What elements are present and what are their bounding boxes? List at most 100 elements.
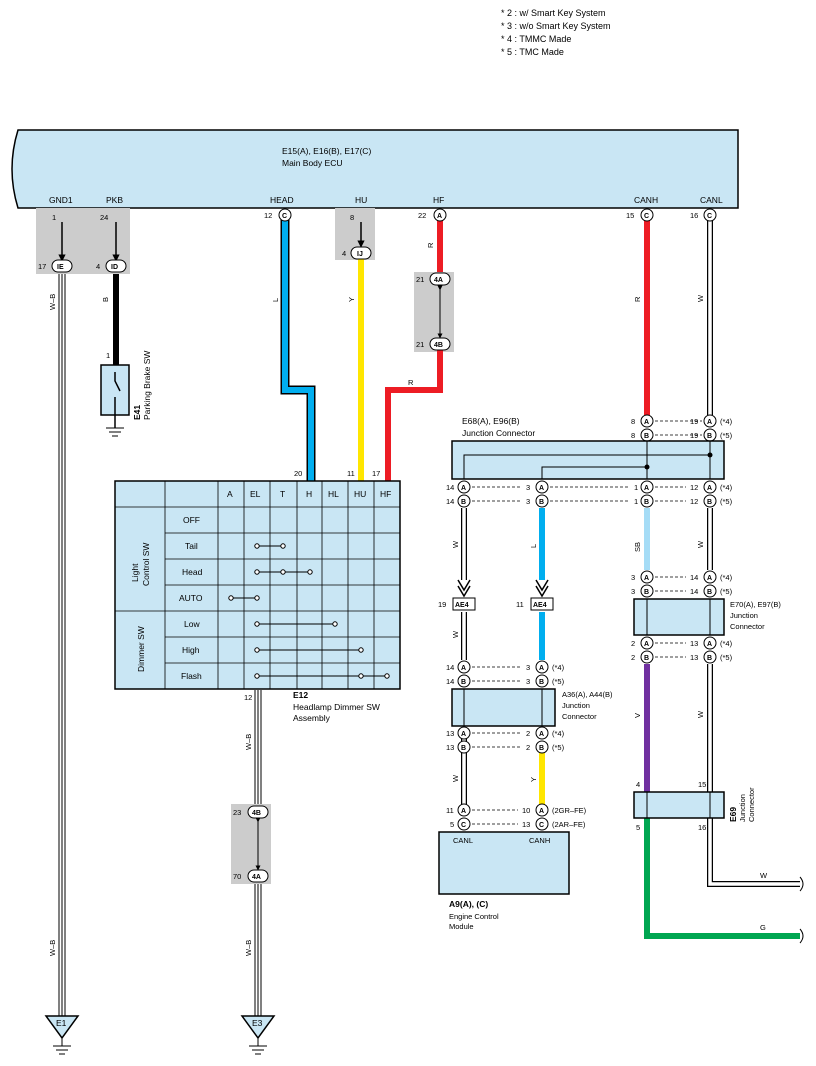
variant-note: (*5) xyxy=(552,743,565,752)
ecu-terminal-head: HEAD xyxy=(270,195,294,205)
pin-number: 11 xyxy=(446,806,454,815)
pin-number: 19 xyxy=(690,431,698,440)
pin-code: B xyxy=(539,679,544,686)
pin-code: B xyxy=(539,745,544,752)
wire-label: W–B xyxy=(48,940,57,956)
pin-number: 20 xyxy=(294,469,302,478)
pin-code: IE xyxy=(57,264,64,271)
pin-number: 12 xyxy=(690,483,698,492)
pin-code: A xyxy=(644,419,649,426)
pin-code: IJ xyxy=(357,251,363,258)
ecu-code: E15(A), E16(B), E17(C) xyxy=(282,146,371,156)
variant-note: (*4) xyxy=(552,729,565,738)
wire-label: W xyxy=(696,710,705,718)
dimmer-code: E12 xyxy=(293,690,308,700)
junction-e68-box xyxy=(451,440,725,480)
pin-code: B xyxy=(539,499,544,506)
pin-number: 12 xyxy=(244,693,252,702)
pin-number: 12 xyxy=(690,497,698,506)
ecm-box xyxy=(438,831,570,895)
variant-note: (*4) xyxy=(720,639,733,648)
pin-code: C xyxy=(282,213,287,220)
pin-code: B xyxy=(707,589,712,596)
junction-connector-e70: 3 3 14 14 (*4) (*5) E70(A), E97(B) Junct… xyxy=(631,573,781,662)
pin-number: 2 xyxy=(631,639,635,648)
ecu-panel xyxy=(11,129,739,209)
pin-code: B xyxy=(461,679,466,686)
pin-code: A xyxy=(539,731,544,738)
dimmer-row-label: AUTO xyxy=(179,593,203,603)
pin-number: 8 xyxy=(631,431,635,440)
pin-code: 4A xyxy=(434,277,443,284)
pin-number: 24 xyxy=(100,213,108,222)
ecu-name: Main Body ECU xyxy=(282,158,342,168)
switch-contact-icon xyxy=(114,372,121,428)
pin-number: 11 xyxy=(516,600,524,609)
wire-label: L xyxy=(271,298,280,302)
parking-brake-name: Parking Brake SW xyxy=(142,351,152,420)
pin-codes: C A C C IE ID IJ 4A 4B 4B 4A A B A B A B… xyxy=(57,213,712,881)
pin-number: 5 xyxy=(636,823,640,832)
pin-number: 17 xyxy=(38,262,46,271)
pin-number: 19 xyxy=(690,417,698,426)
junction-name: Junction xyxy=(562,701,590,710)
ecu-terminal-hf: HF xyxy=(433,195,444,205)
variant-note: (*4) xyxy=(720,483,733,492)
junction-code: E68(A), E96(B) xyxy=(462,416,520,426)
wire-label: R xyxy=(633,296,642,302)
pin-code: ID xyxy=(111,264,118,271)
pin-number: 15 xyxy=(626,211,634,220)
variant-note: (*5) xyxy=(720,587,733,596)
ecu-terminal-hu: HU xyxy=(355,195,367,205)
pin-circles xyxy=(51,208,717,883)
wire-hf-red-lower xyxy=(385,350,443,481)
pin-number: 14 xyxy=(446,483,454,492)
ground-icon xyxy=(106,427,124,437)
pin-number: 13 xyxy=(522,820,530,829)
dimmer-col-header: HU xyxy=(354,489,366,499)
pin-number: 14 xyxy=(446,497,454,506)
ecm-terminal: CANH xyxy=(529,836,550,845)
wire-label: W xyxy=(696,540,705,548)
pin-code: A xyxy=(461,485,466,492)
pin-number: 1 xyxy=(634,497,638,506)
pin-number: 12 xyxy=(264,211,272,220)
wire-label: B xyxy=(101,297,110,302)
pin-number: 2 xyxy=(526,743,530,752)
pin-number: 13 xyxy=(446,729,454,738)
wire-label: W xyxy=(451,774,460,782)
variant-note: (*4) xyxy=(720,417,733,426)
pin-numbers: 1 24 12 8 22 15 16 17 4 4 21 21 1 20 11 … xyxy=(38,211,706,881)
pin-code: 4B xyxy=(252,810,261,817)
dimmer-col-header: HL xyxy=(328,489,339,499)
ecu-terminal-pkb: PKB xyxy=(106,195,123,205)
wire-label: R xyxy=(426,242,435,248)
junction-connector-e69: E69 Junction Connector xyxy=(633,787,756,822)
wire-label: W xyxy=(451,540,460,548)
dimmer-col-header: HF xyxy=(380,489,391,499)
wire-white-out xyxy=(707,818,800,887)
variant-note: (*5) xyxy=(552,677,565,686)
dimmer-row-label: Flash xyxy=(181,671,202,681)
pin-code: A xyxy=(644,641,649,648)
pin-number: 3 xyxy=(526,497,530,506)
ground-e3-icon xyxy=(240,1015,276,1040)
pin-code: 4B xyxy=(434,342,443,349)
dimmer-col-header: H xyxy=(306,489,312,499)
pin-number: 14 xyxy=(690,573,698,582)
pin-number: 8 xyxy=(631,417,635,426)
dimmer-group-label: Dimmer SW xyxy=(136,626,146,672)
pin-number: 4 xyxy=(636,780,640,789)
e69-code: E69 xyxy=(728,807,738,822)
parking-brake-code: E41 xyxy=(132,405,142,420)
note-line: * 5 : TMC Made xyxy=(501,47,564,57)
dimmer-row-label: OFF xyxy=(183,515,200,525)
pin-code: B xyxy=(707,499,712,506)
junction-a36-box xyxy=(451,688,556,727)
ground-wires xyxy=(58,274,443,1016)
pin-number: 10 xyxy=(522,806,530,815)
junction-name: Junction Connector xyxy=(462,428,535,438)
pin-code: B xyxy=(461,745,466,752)
variant-note: (*5) xyxy=(720,653,733,662)
